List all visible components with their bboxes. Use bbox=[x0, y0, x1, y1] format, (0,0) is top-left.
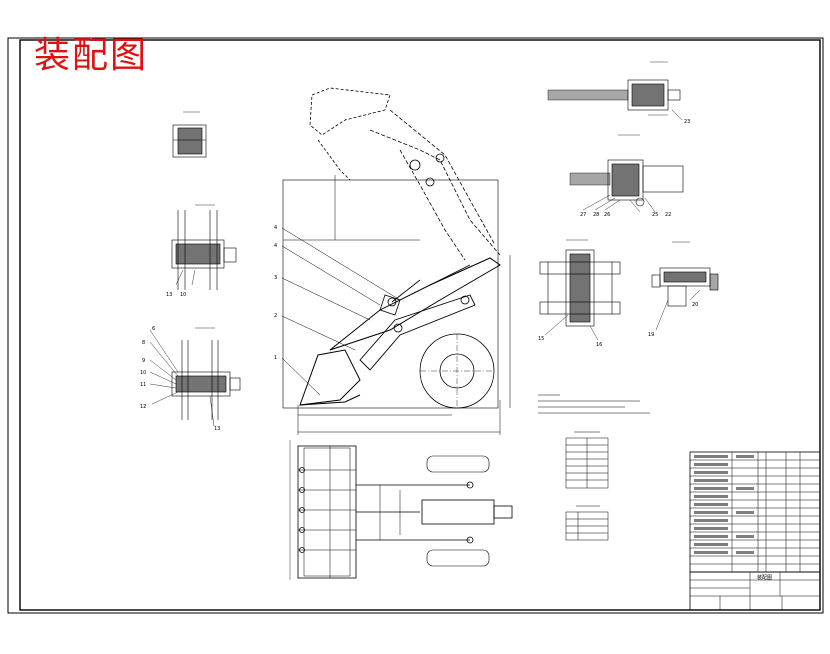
detail-view-left-middle bbox=[171, 204, 237, 290]
detail-left-bottom-labels: 6 8 9 10 11 12 13 bbox=[140, 326, 220, 432]
leader-label: 12 bbox=[140, 404, 146, 410]
detail-right-top-labels: 23 bbox=[684, 119, 690, 125]
leader-label: 13 bbox=[214, 426, 220, 432]
leader-label: 10 bbox=[140, 370, 146, 376]
assembly-drawing-stamp: 装配图 bbox=[34, 35, 149, 76]
leader-label: 2 bbox=[274, 313, 277, 319]
detail-view-right-top bbox=[547, 61, 683, 121]
title-block-caption: 装配图 bbox=[757, 574, 772, 581]
main-view-loader-arm bbox=[281, 87, 511, 435]
title-block bbox=[689, 571, 821, 611]
detail-right-fourth-labels: 19 20 bbox=[648, 302, 698, 338]
leader-label: 1 bbox=[274, 355, 277, 361]
leader-label: 4 bbox=[274, 225, 277, 231]
detail-right-second-labels: 27 28 26 25 22 bbox=[580, 212, 671, 218]
leader-label: 20 bbox=[692, 302, 698, 308]
bill-of-materials bbox=[689, 451, 821, 573]
leader-label: 9 bbox=[142, 358, 145, 364]
leader-label: 6 bbox=[152, 326, 155, 332]
leader-label: 22 bbox=[665, 212, 671, 218]
leader-label: 25 bbox=[652, 212, 658, 218]
leader-label: 4 bbox=[274, 243, 277, 249]
performance-table bbox=[565, 431, 609, 489]
detail-view-right-third bbox=[539, 239, 621, 341]
detail-view-top-left bbox=[172, 111, 207, 158]
parameter-table bbox=[565, 505, 609, 541]
leader-label: 10 bbox=[180, 292, 186, 298]
leader-label: 23 bbox=[684, 119, 690, 125]
leader-label: 3 bbox=[274, 275, 277, 281]
leader-label: 26 bbox=[604, 212, 610, 218]
leader-label: 28 bbox=[593, 212, 599, 218]
leader-label: 27 bbox=[580, 212, 586, 218]
detail-view-left-bottom bbox=[149, 327, 241, 427]
detail-view-right-second bbox=[569, 134, 684, 213]
main-view-leader-labels: 4 4 3 2 1 bbox=[274, 225, 277, 361]
leader-label: 11 bbox=[140, 382, 146, 388]
detail-view-right-fourth bbox=[651, 241, 719, 331]
leader-label: 15 bbox=[538, 336, 544, 342]
leader-label: 16 bbox=[596, 342, 602, 348]
outer-frame bbox=[7, 37, 824, 614]
leader-label: 19 bbox=[648, 332, 654, 338]
inner-frame bbox=[19, 39, 821, 611]
detail-left-middle-labels: 13 10 bbox=[166, 292, 186, 298]
leader-label: 13 bbox=[166, 292, 172, 298]
leader-label: 8 bbox=[142, 340, 145, 346]
top-view-bucket-frame bbox=[289, 440, 513, 580]
detail-right-third-labels: 15 16 bbox=[538, 336, 602, 348]
technical-notes bbox=[538, 394, 650, 414]
